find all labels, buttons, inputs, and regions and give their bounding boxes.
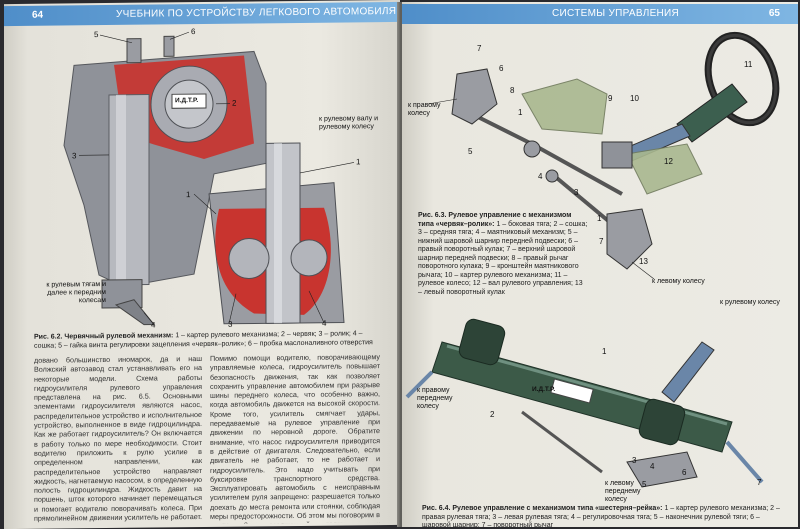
fig2-label-4: 4 [151,320,156,330]
left-text-column-2: Помимо помощи водителю, поворачивающему … [210,352,380,524]
fig4-caption-text: 1 – картер рулевого механизма; 2 – права… [422,505,780,527]
left-text-column-1: довано большинство иномарок, да и наш Во… [34,354,202,523]
fig3-label-13: 13 [639,257,648,266]
fig4-label-7: 7 [757,478,762,487]
figure-6-3-caption: Рис. 6.3. Рулевое управление с механизмо… [418,212,588,297]
fig3-label-9: 9 [608,94,613,103]
fig2-label-2: 2 [232,98,237,108]
fig2-label-6: 6 [191,27,196,37]
fig3-label-10: 10 [630,94,639,103]
fig3-label-7b: 7 [599,237,604,246]
right-page-header: СИСТЕМЫ УПРАВЛЕНИЯ 65 [402,4,798,24]
figure-6-4-caption: Рис. 6.4. Рулевое управление с механизмо… [422,505,788,527]
left-page-number: 64 [32,9,44,21]
fig3-caption-text: 1 – боковая тяга; 2 – сошка; 3 – средняя… [418,220,588,296]
fig4-label-to-left-front: к левому переднему колесу [605,480,641,503]
fig2-label-3a: 3 [72,151,77,161]
fig4-label-2: 2 [490,410,495,419]
fig4-label-5: 5 [642,480,647,489]
fig2-label-1b: 1 [186,190,191,200]
fig3-label-4: 4 [538,172,543,181]
fig4-label-4: 4 [650,462,655,471]
fig4-label-to-right-front: к правому переднему колесу [417,387,453,410]
fig4-caption-title: Рис. 6.4. Рулевое управление с механизмо… [422,505,663,512]
right-page-number: 65 [768,8,780,19]
fig2-label-to-rods: к рулевым тягам и далее к передним колес… [46,281,106,305]
fig3-label-6: 6 [499,64,504,73]
figure-6-3-illustration [427,31,780,280]
fig2-label-to-shaft: к рулевому валу и рулевому колесу [319,115,378,131]
fig2-label-1: 1 [356,157,361,167]
figure-6-4-illustration [405,318,764,488]
fig3-caption-title: Рис. 6.3. Рулевое управление с механизмо… [418,212,572,228]
fig2-label-4b: 4 [322,318,327,328]
right-page: СИСТЕМЫ УПРАВЛЕНИЯ 65 [402,2,798,527]
fig3-label-5: 5 [468,147,473,156]
fig3-label-to-right-wheel: к правому колесу [408,102,441,117]
left-page: 64 УЧЕБНИК ПО УСТРОЙСТВУ ЛЕГКОВОГО АВТОМ… [4,0,400,529]
fig3-label-1a: 1 [518,108,523,117]
fig3-label-12: 12 [664,157,673,166]
open-book: 64 УЧЕБНИК ПО УСТРОЙСТВУ ЛЕГКОВОГО АВТОМ… [4,0,798,529]
fig2-idtr-stamp: И.Д.Т.Р. [175,97,199,105]
figure-6-2-caption: Рис. 6.2. Червячный рулевой механизм: 1 … [34,330,379,351]
fig3-label-11: 11 [744,60,753,69]
fig4-idtr-stamp: И.Д.Т.Р. [532,386,556,393]
fig2-label-3b: 3 [228,319,233,329]
fig4-label-3: 3 [632,456,637,465]
fig4-label-1: 1 [602,347,607,356]
right-header-title: СИСТЕМЫ УПРАВЛЕНИЯ [552,8,680,19]
book-spine [397,2,405,527]
fig3-label-8: 8 [510,86,515,95]
fig3-label-3: 3 [574,188,579,197]
fig2-label-5: 5 [94,30,99,40]
fig3-label-to-left-wheel: к левому колесу [652,278,705,285]
fig3-label-1b: 1 [597,214,602,223]
fig3-label-7a: 7 [477,44,482,53]
figure-6-2-illustration [63,31,355,326]
fig4-label-to-wheel-shaft: к рулевому колесу [720,299,780,306]
fig2-caption-title: Рис. 6.2. Червячный рулевой механизм: [34,332,174,341]
fig4-label-6: 6 [682,468,687,477]
